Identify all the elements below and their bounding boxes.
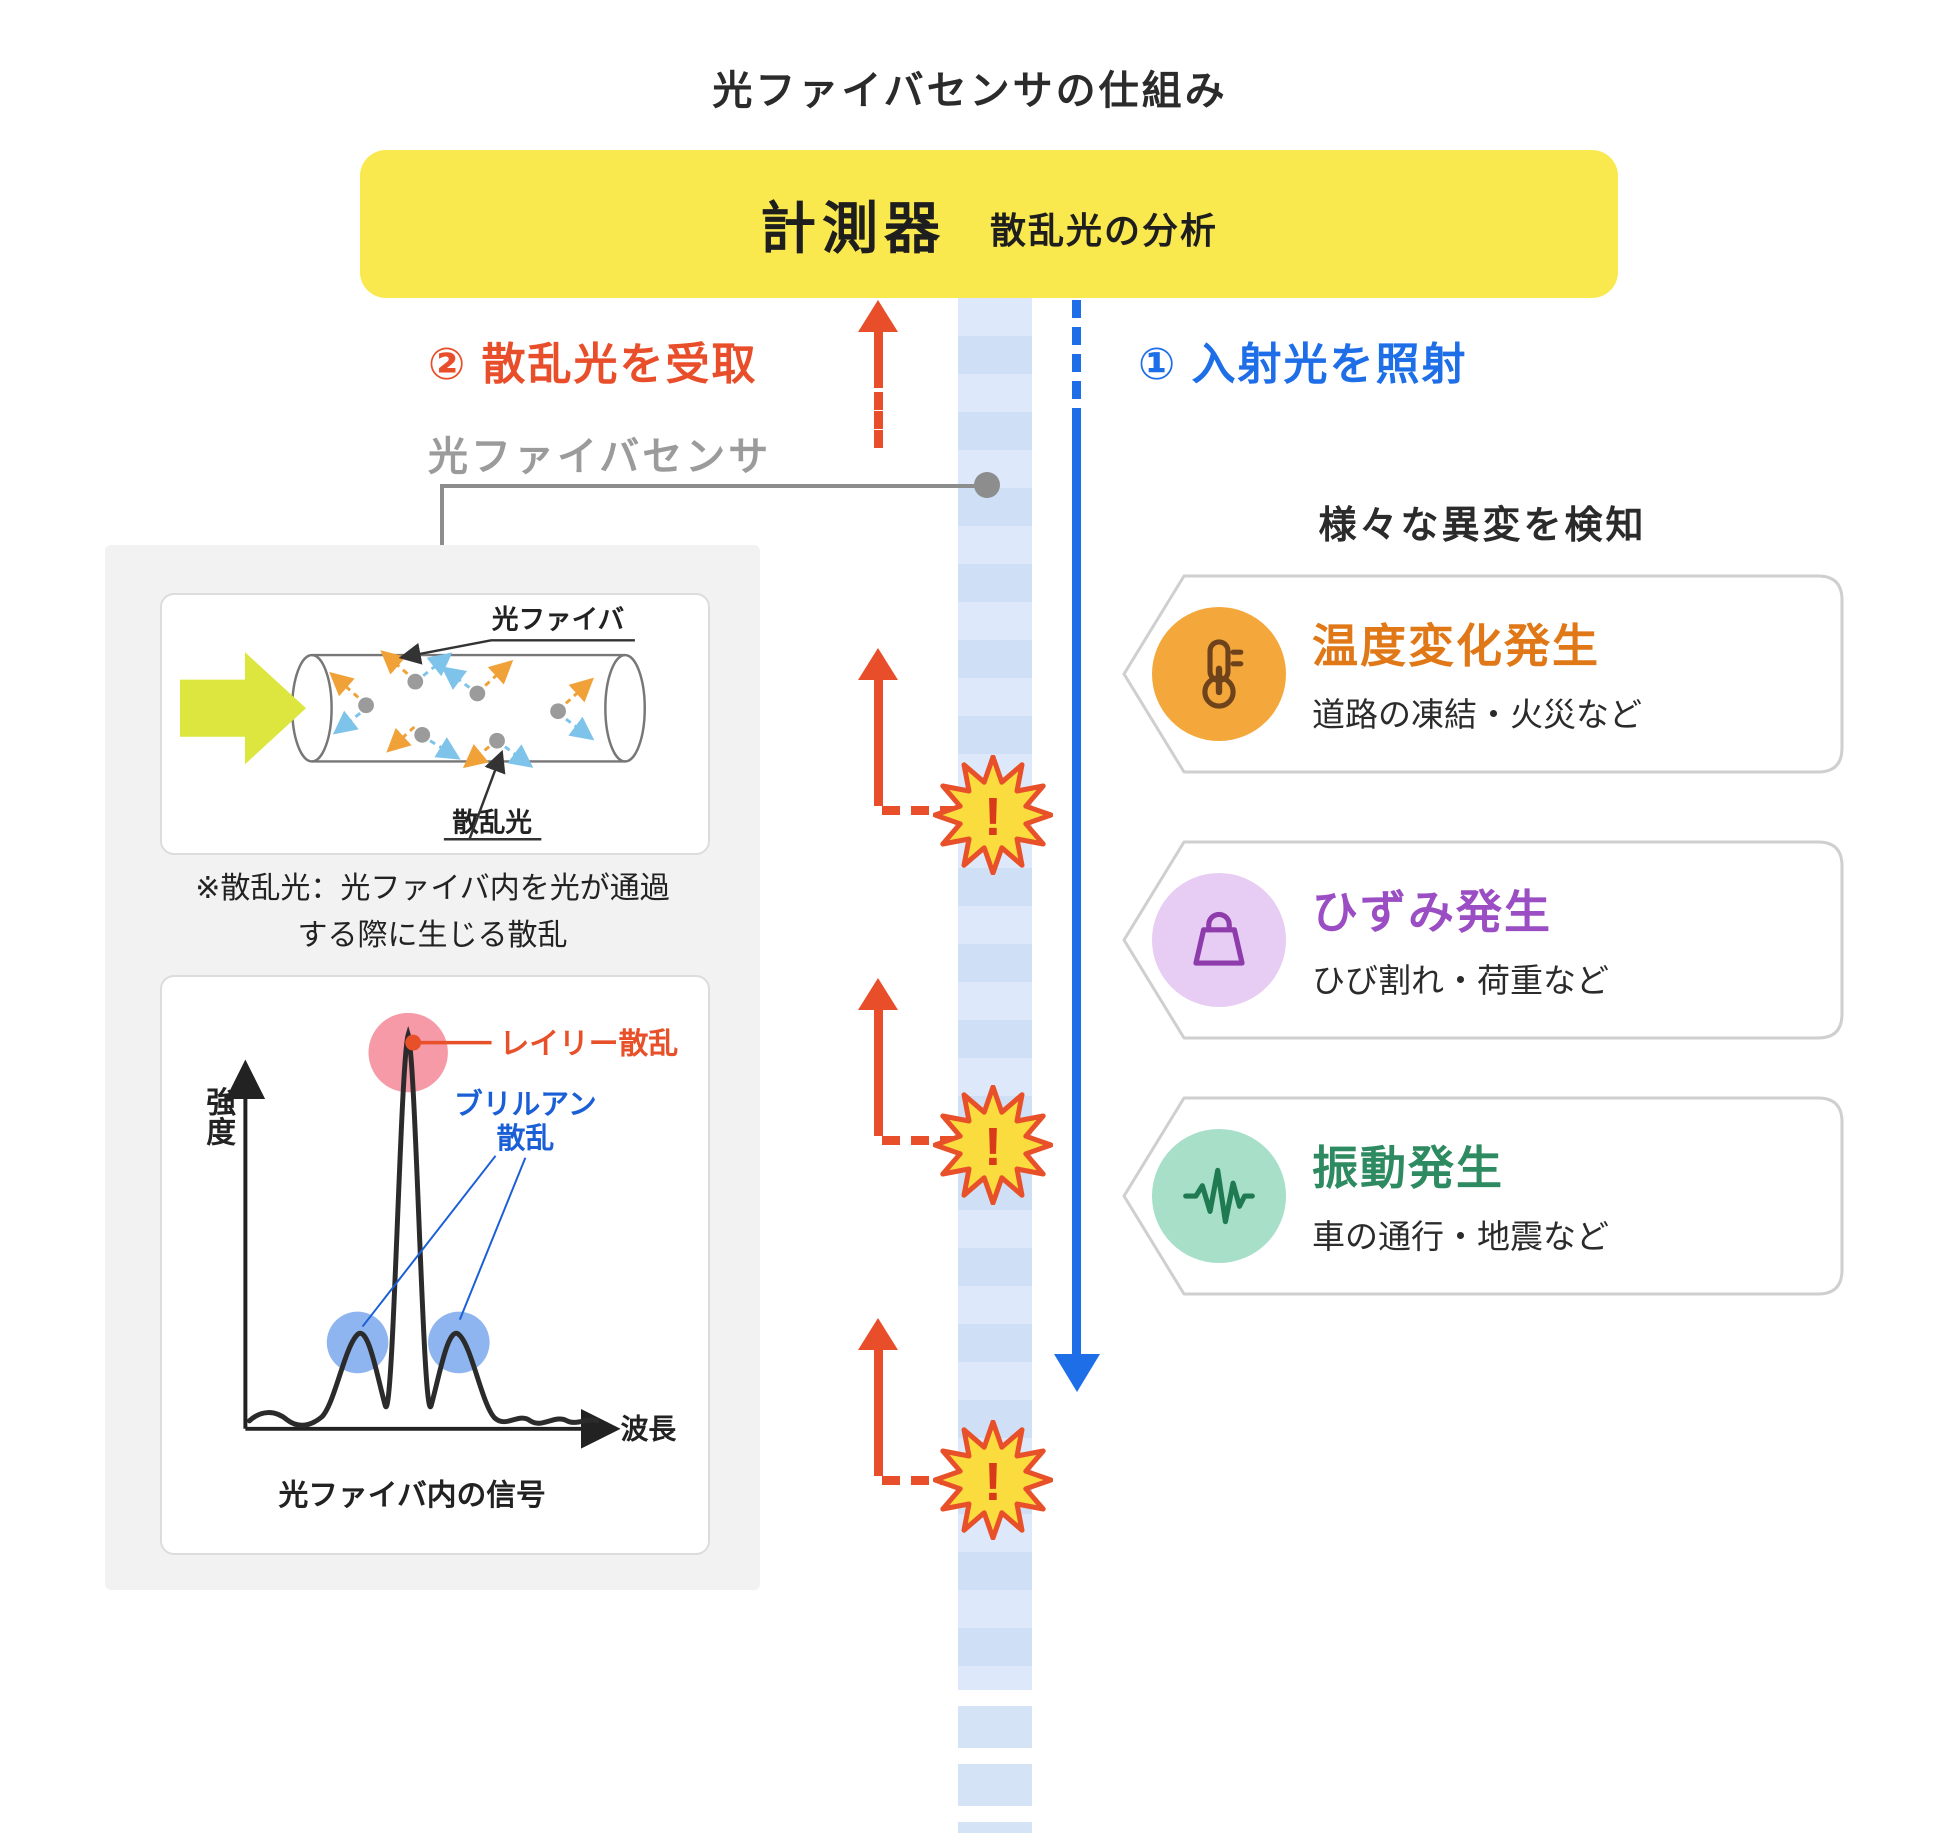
detect-arrowhead-icon: [858, 1318, 898, 1350]
exclamation-mark: !: [984, 1117, 1002, 1177]
rayleigh-label: レイリー散乱: [500, 1028, 679, 1061]
signal-chart: 強度 波長 レイリー散乱 ブリルアン 散乱 光ファイバ内の信号: [201, 1012, 679, 1512]
weight-icon: [1193, 911, 1245, 966]
connector-line-horizontal: [440, 484, 986, 488]
card-outline: [1122, 1096, 1844, 1296]
measurer-subtitle: 散乱光の分析: [989, 210, 1218, 251]
card-title: ひずみ発生: [1312, 886, 1552, 938]
brillouin-pointer-right: [458, 1157, 527, 1320]
card-icon-circle: [1152, 607, 1286, 741]
brillouin-highlight-right: [428, 1311, 490, 1374]
brillouin-label-line2: 散乱: [497, 1123, 555, 1155]
scattered-light-arrow-dashed: [874, 392, 883, 448]
card-subtitle: ひび割れ・荷重など: [1312, 962, 1609, 999]
measurer-title: 計測器: [759, 196, 946, 260]
scatter-particles: [358, 673, 566, 749]
alert-burst-3: !: [933, 1420, 1053, 1540]
scatter-note: ※散乱光：光ファイバ内を光が通過 する際に生じる散乱: [110, 866, 755, 959]
step1-label: ① 入射光を照射: [1138, 340, 1468, 389]
fiber-cable-dash: [958, 1822, 1032, 1833]
detect-arrowhead-icon: [858, 648, 898, 680]
card-outline: [1122, 840, 1844, 1040]
scatter-rays-orange: [329, 650, 594, 769]
connector-line-vertical: [440, 484, 444, 596]
card-title: 振動発生: [1312, 1142, 1504, 1194]
signal-curve: [246, 1025, 600, 1428]
scatter-label: 散乱光: [452, 807, 532, 837]
scattered-light-arrowhead-icon: [858, 300, 898, 332]
page-title: 光ファイバセンサの仕組み: [712, 69, 1228, 113]
fiber-cable-dash: [958, 1764, 1032, 1806]
fiber-cylinder: [290, 653, 646, 763]
fiber-label-pointer: [398, 639, 635, 665]
detection-card-vibration: 振動発生 車の通行・地震など: [1112, 1090, 1852, 1302]
scattered-light-arrow-shaft: [874, 330, 883, 388]
detect-arrowhead-icon: [858, 978, 898, 1010]
chart-caption: 光ファイバ内の信号: [278, 1479, 546, 1512]
detection-card-strain: ひずみ発生 ひび割れ・荷重など: [1112, 834, 1852, 1046]
y-axis-label: 強度: [201, 1086, 236, 1147]
detect-arrow-dashed: [882, 1476, 958, 1485]
incident-light-arrow-dashed: [1072, 300, 1081, 426]
thermometer-icon: [1202, 639, 1244, 709]
scatter-note-line1: ※散乱光：光ファイバ内を光が通過: [195, 872, 670, 905]
detection-card-temperature: 温度変化発生 道路の凍結・火災など: [1112, 568, 1852, 780]
brillouin-highlight-left: [326, 1311, 389, 1374]
detection-heading: 様々な異変を検知: [1318, 505, 1647, 547]
scatter-rays-blue: [332, 652, 595, 768]
scatter-label-pointer: [468, 749, 506, 840]
exclamation-mark: !: [984, 1452, 1002, 1512]
step2-label: ② 散乱光を受取: [428, 340, 758, 389]
brillouin-label-line1: ブリルアン: [454, 1088, 597, 1121]
alert-burst-2: !: [933, 1085, 1053, 1205]
brillouin-pointer-left: [361, 1155, 497, 1328]
sensor-label: 光ファイバセンサ: [428, 435, 772, 479]
card-icon-circle: [1152, 1129, 1286, 1263]
detect-arrow-dashed: [882, 806, 958, 815]
connector-dot: [974, 472, 1000, 498]
vibration-icon: [1183, 1167, 1255, 1225]
exclamation-mark: !: [984, 787, 1002, 847]
alert-burst-1: !: [933, 755, 1053, 875]
detect-arrow-shaft: [874, 1008, 883, 1136]
alert-burst-icon: !: [933, 1420, 1053, 1540]
measurer-box: 計測器 散乱光の分析: [360, 150, 1618, 298]
card-outline: [1122, 574, 1844, 774]
detect-arrow-dashed: [882, 1136, 958, 1145]
incident-light-arrow-shaft: [1072, 426, 1081, 1356]
card-title: 温度変化発生: [1312, 620, 1600, 672]
signal-chart-box: 強度 波長 レイリー散乱 ブリルアン 散乱 光ファイバ内の信号: [160, 975, 710, 1555]
detect-arrow-shaft: [874, 678, 883, 806]
fiber-cable-dash: [958, 1706, 1032, 1748]
light-arrow-icon: [179, 652, 306, 765]
alert-burst-icon: !: [933, 1085, 1053, 1205]
card-icon-circle: [1152, 873, 1286, 1007]
rayleigh-dot: [405, 1034, 422, 1051]
fiber-label: 光ファイバ: [491, 604, 625, 634]
incident-light-arrowhead-icon: [1054, 1354, 1100, 1392]
card-subtitle: 車の通行・地震など: [1312, 1218, 1609, 1255]
fiber-diagram: 光ファイバ 散乱光: [179, 604, 646, 841]
alert-burst-icon: !: [933, 755, 1053, 875]
fiber-diagram-box: 光ファイバ 散乱光: [160, 593, 710, 855]
scatter-note-line2: する際に生じる散乱: [297, 918, 568, 952]
detect-arrow-shaft: [874, 1348, 883, 1476]
x-axis-label: 波長: [621, 1414, 677, 1445]
card-subtitle: 道路の凍結・火災など: [1312, 696, 1642, 733]
